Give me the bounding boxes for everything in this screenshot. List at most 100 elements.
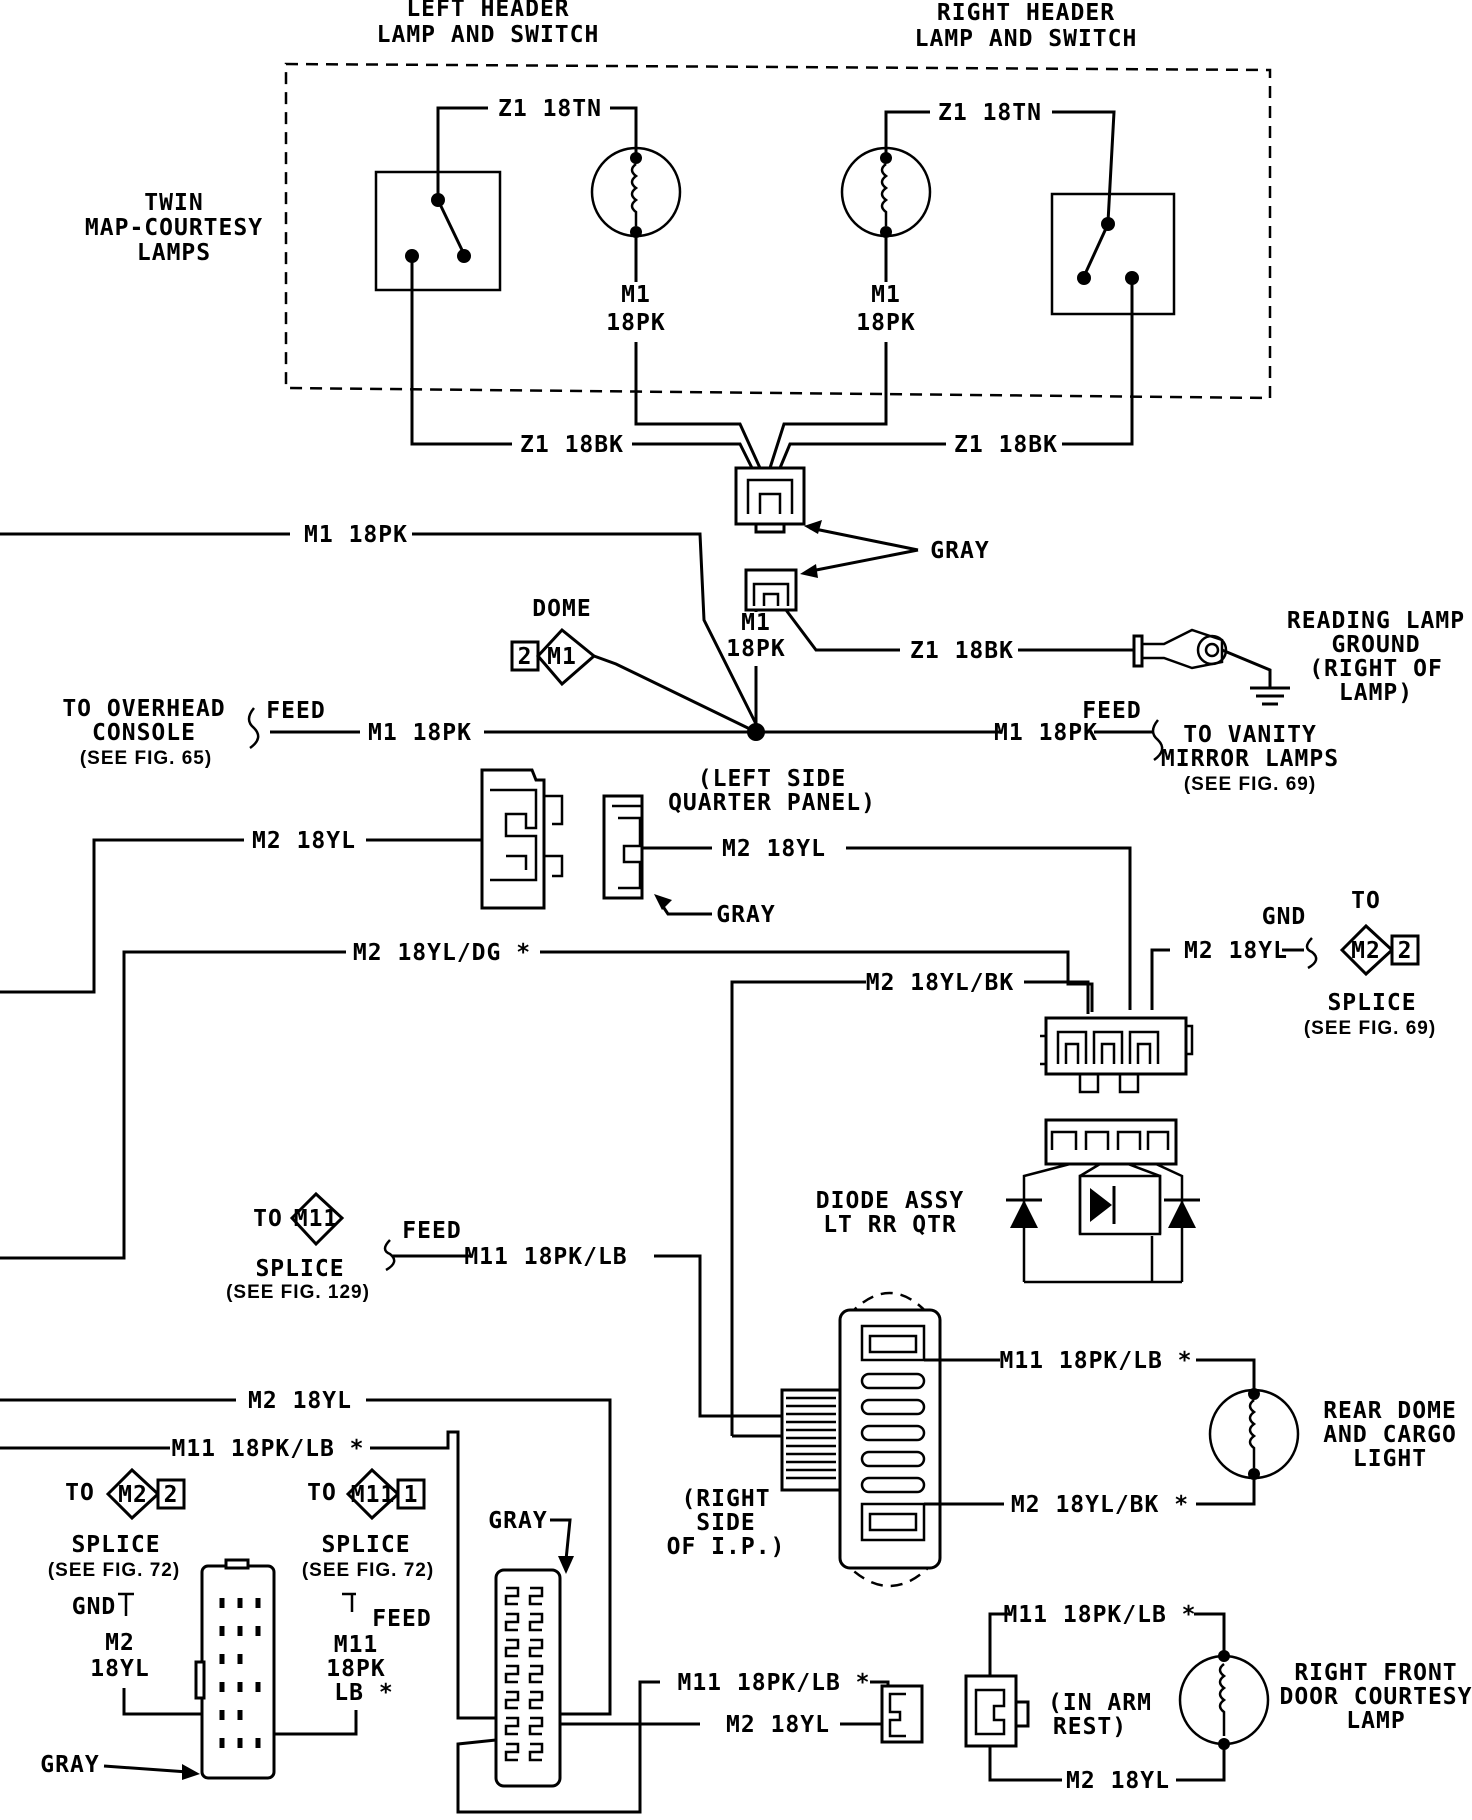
gray-label-header: GRAY xyxy=(930,538,989,564)
twin-lamps-label-3: LAMPS xyxy=(137,240,211,266)
terminal-shape xyxy=(1050,1130,1170,1150)
gray-label-quarter: GRAY xyxy=(716,902,775,928)
diode-connector-lower xyxy=(1044,1118,1178,1166)
ground-symbol xyxy=(1250,686,1290,706)
reading-lamp-ground-label-4: LAMP) xyxy=(1339,680,1413,706)
terminal-shape xyxy=(860,1424,926,1442)
arrowhead xyxy=(182,1764,200,1780)
wire-label-m1-under-connector-2: 18PK xyxy=(726,636,785,662)
see-fig-129: (SEE FIG. 129) xyxy=(226,1282,370,1303)
gnd-label-left: GND xyxy=(72,1594,117,1620)
splice-label-left-m11: SPLICE xyxy=(321,1532,410,1558)
wire-z1 xyxy=(632,442,754,469)
m11-splice-circuit-mid: M11 xyxy=(294,1206,339,1232)
armrest-connector-male xyxy=(880,1684,924,1744)
wire-m11 xyxy=(370,1430,496,1720)
wire-label-m1-under-connector-1: M1 xyxy=(741,610,771,636)
see-fig-72-left: (SEE FIG. 72) xyxy=(48,1560,180,1581)
connector-cavities xyxy=(219,1598,261,1748)
twin-lamps-label-2: MAP-COURTESY xyxy=(85,215,263,241)
wire-label-m2-18yl-upper: M2 18YL xyxy=(252,828,356,854)
wire-z1-tn-right xyxy=(884,110,930,158)
reading-lamp-ground-label-2: GROUND xyxy=(1331,632,1420,658)
wire-label-m11-split-3: LB * xyxy=(334,1680,393,1706)
splice-tag-pin-box xyxy=(396,1478,426,1510)
m2-splice-circuit-right: M2 xyxy=(1351,938,1381,964)
right-header-title-2: LAMP AND SWITCH xyxy=(915,26,1138,52)
to-label-m11-mid: TO xyxy=(253,1206,283,1232)
wire-label-z1-18tn-left: Z1 18TN xyxy=(498,96,602,122)
to-label-m2-left: TO xyxy=(65,1480,95,1506)
reading-lamp-ground-label-3: (RIGHT OF xyxy=(1309,656,1443,682)
terminal-shape xyxy=(1056,1030,1088,1064)
terminal-shape xyxy=(544,794,564,878)
wire-m2 xyxy=(846,846,1132,1010)
in-arm-rest-1: (IN ARM xyxy=(1048,1690,1152,1716)
to-label-right: TO xyxy=(1351,888,1381,914)
terminal-shape xyxy=(746,478,794,514)
wire-label-m1-left-2: 18PK xyxy=(606,310,665,336)
to-overhead-console-1: TO OVERHEAD xyxy=(62,696,225,722)
feed-label-bottom: FEED xyxy=(372,1606,431,1632)
m11-splice-diamond-mid xyxy=(289,1191,345,1247)
see-fig-72-right: (SEE FIG. 72) xyxy=(302,1560,434,1581)
diode-lead xyxy=(1024,1236,1182,1284)
wire-label-m2-split-1: M2 xyxy=(105,1630,135,1656)
gray-label-bottom-mid: GRAY xyxy=(488,1508,547,1534)
gray-label-bottom-left: GRAY xyxy=(40,1752,99,1778)
wire-m1-to-connector xyxy=(634,342,762,469)
wire-label-m2-18yl-dg: M2 18YL/DG * xyxy=(353,940,531,966)
gnd-label-right: GND xyxy=(1262,904,1307,930)
wire-z1-right-to-switch xyxy=(1052,110,1116,223)
m2-splice-circuit-left: M2 xyxy=(118,1482,148,1508)
switch-arm xyxy=(1084,223,1110,273)
armrest-connector-female xyxy=(964,1674,1018,1748)
diode-center-symbol xyxy=(1090,1188,1112,1222)
wire-m2 xyxy=(122,1688,226,1716)
feed-break-right xyxy=(1151,719,1164,762)
diode-assy-label-1: DIODE ASSY xyxy=(816,1188,964,1214)
wire-m2 xyxy=(988,1746,1062,1782)
ground-eyelet-hole xyxy=(1196,634,1228,666)
lamp-filament xyxy=(880,163,889,226)
wire-label-z1-18tn-right: Z1 18TN xyxy=(938,100,1042,126)
wire-dome-tap xyxy=(593,654,753,732)
right-header-switch xyxy=(1050,192,1176,316)
left-side-quarter-panel-2: QUARTER PANEL) xyxy=(668,790,876,816)
terminal-shape xyxy=(860,1372,926,1390)
bottom-mid-gray-connector xyxy=(494,1568,562,1788)
gray-pointer xyxy=(103,1764,189,1774)
lamp-filament xyxy=(1218,1663,1227,1736)
wire-z1 xyxy=(778,442,946,469)
wire-label-m2-18yl-bk: M2 18YL/BK xyxy=(866,970,1014,996)
see-fig-69: (SEE FIG. 69) xyxy=(1184,774,1316,795)
feed-tee xyxy=(342,1592,356,1612)
wire-m11 xyxy=(246,1710,358,1736)
wire-label-m2-rear-dome: M2 18YL/BK * xyxy=(1011,1492,1189,1518)
wire-label-m11-rear-dome: M11 18PK/LB * xyxy=(999,1348,1192,1374)
wire-m2-dg xyxy=(540,950,1094,1012)
lamp-terminal xyxy=(1248,1468,1260,1480)
wire-label-m1-18pk-right-feed: M1 18PK xyxy=(994,720,1098,746)
see-fig-65: (SEE FIG. 65) xyxy=(80,748,212,769)
feed-label-right: FEED xyxy=(1082,698,1141,724)
wire-label-m2-armrest: M2 18YL xyxy=(726,1712,830,1738)
connector-latch xyxy=(194,1660,206,1700)
lamp-terminal xyxy=(1218,1650,1230,1662)
feed-label-left: FEED xyxy=(266,698,325,724)
connector-cavities xyxy=(504,1586,544,1762)
switch-arm xyxy=(436,199,464,251)
wire-m2 xyxy=(1150,948,1170,1010)
feed-break xyxy=(1305,937,1318,970)
splice-label-left: SPLICE xyxy=(71,1532,160,1558)
quarter-panel-connector-male xyxy=(480,768,546,910)
wire-label-m2-18yl-gnd: M2 18YL xyxy=(1184,938,1288,964)
rear-dome-label-1: REAR DOME xyxy=(1323,1398,1457,1424)
terminal-shape xyxy=(860,1398,926,1416)
wire-m1-to-junction xyxy=(412,532,758,725)
m2-splice-pin-left: 2 xyxy=(164,1482,179,1508)
splice-tag-pin-box xyxy=(156,1478,186,1510)
wire-m2 xyxy=(560,1712,700,1726)
lamp-terminal xyxy=(1218,1738,1230,1750)
wire-label-m11-split-1: M11 xyxy=(334,1632,379,1658)
